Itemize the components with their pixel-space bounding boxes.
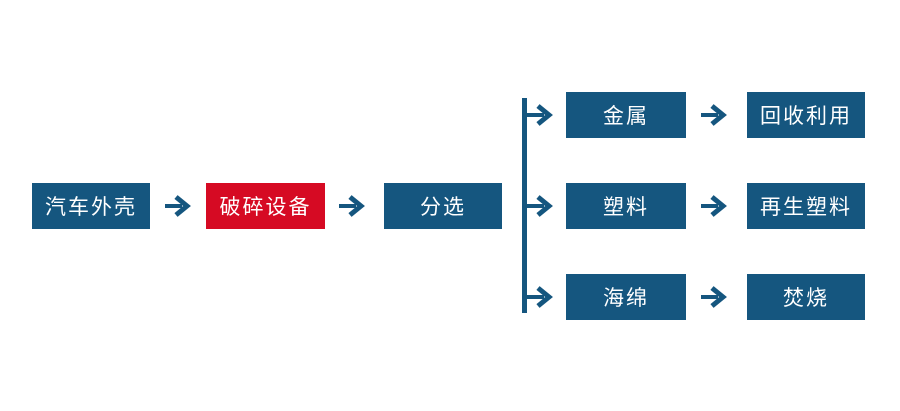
arrow-right-icon bbox=[527, 286, 553, 308]
arrow-right-icon bbox=[527, 195, 553, 217]
arrow-right-icon bbox=[527, 104, 553, 126]
node-incineration: 焚烧 bbox=[747, 274, 865, 320]
node-sponge: 海绵 bbox=[566, 274, 686, 320]
node-recycled-plastic: 再生塑料 bbox=[747, 183, 865, 229]
arrow-right-icon bbox=[701, 286, 727, 308]
arrow-right-icon bbox=[165, 195, 191, 217]
arrow-right-icon bbox=[701, 195, 727, 217]
node-metal: 金属 bbox=[566, 92, 686, 138]
node-crushing-equipment: 破碎设备 bbox=[206, 183, 325, 229]
branch-connector-line bbox=[522, 98, 527, 313]
arrow-right-icon bbox=[701, 104, 727, 126]
node-sorting: 分选 bbox=[384, 183, 502, 229]
arrow-right-icon bbox=[339, 195, 365, 217]
node-car-shell: 汽车外壳 bbox=[32, 183, 150, 229]
node-recycling: 回收利用 bbox=[747, 92, 865, 138]
node-plastic: 塑料 bbox=[566, 183, 686, 229]
